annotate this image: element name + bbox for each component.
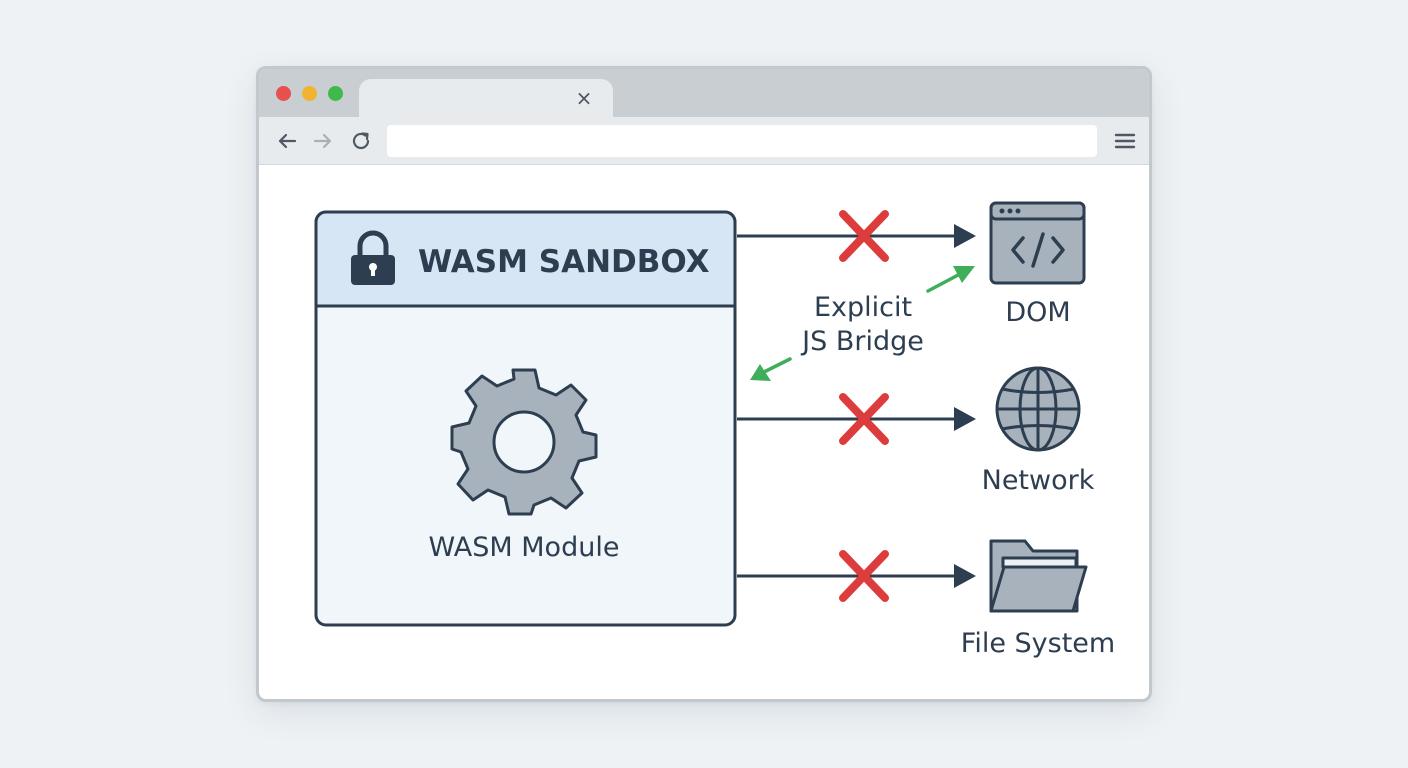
target-label-filesystem: File System: [961, 628, 1115, 659]
bridge-arrow-to-dom: [926, 266, 975, 293]
reload-icon[interactable]: [349, 129, 373, 153]
target-label-dom: DOM: [1005, 297, 1070, 328]
globe-icon: [995, 366, 1081, 452]
title-bar: ×: [259, 69, 1149, 119]
blocked-arrow-network: [737, 407, 976, 431]
code-window-icon: [989, 201, 1086, 285]
blocked-x-icon: [839, 550, 889, 602]
module-label: WASM Module: [429, 532, 620, 563]
blocked-x-icon: [839, 210, 889, 262]
menu-icon[interactable]: [1113, 129, 1137, 153]
bridge-label-line1: Explicit: [814, 292, 912, 323]
lock-icon: [351, 230, 395, 285]
browser-toolbar: [259, 117, 1149, 165]
browser-tab[interactable]: ×: [359, 79, 613, 119]
blocked-arrow-dom: [737, 224, 976, 248]
address-bar-input[interactable]: [387, 125, 1097, 157]
tab-close-icon[interactable]: ×: [575, 86, 593, 110]
bridge-label-line2: JS Bridge: [800, 326, 924, 357]
bridge-arrow-to-sandbox: [750, 357, 792, 381]
folder-icon: [989, 539, 1088, 613]
gear-icon: [450, 368, 598, 516]
sandbox-title: WASM SANDBOX: [418, 244, 710, 280]
target-label-network: Network: [982, 465, 1095, 496]
blocked-x-icon: [839, 393, 889, 445]
maximize-window-button[interactable]: [328, 86, 343, 101]
minimize-window-button[interactable]: [302, 86, 317, 101]
forward-arrow-icon[interactable]: [311, 129, 335, 153]
back-arrow-icon[interactable]: [275, 129, 299, 153]
close-window-button[interactable]: [276, 86, 291, 101]
blocked-arrow-filesystem: [737, 564, 976, 588]
